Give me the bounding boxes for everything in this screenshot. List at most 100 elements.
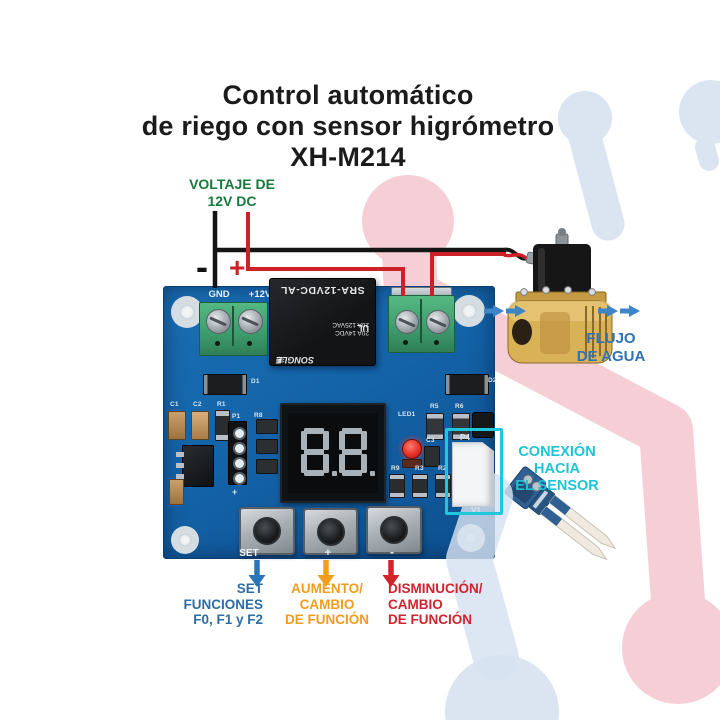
decrease-function-label: DISMINUCIÓN/ CAMBIO DE FUNCIÓN (388, 581, 518, 628)
water-flow-arrows (484, 305, 640, 317)
header-pin (233, 472, 246, 485)
resistor-r6 (452, 413, 470, 440)
smd-resistor (256, 439, 278, 454)
relay-brand: SONGLE (276, 355, 315, 365)
mount-hole-top-left (171, 296, 203, 328)
digit-left (301, 428, 337, 476)
title-line-3: XH-M214 (290, 142, 406, 172)
regulator-leg (176, 474, 184, 479)
set-button-cap (253, 517, 281, 545)
power-terminal-block (199, 302, 268, 356)
regulator-leg (176, 452, 184, 457)
smd-resistor (256, 459, 278, 474)
decrease-label-line-3: DE FUNCIÓN (388, 612, 472, 627)
sensor-probe-right (548, 494, 617, 550)
terminal-hole (403, 340, 408, 345)
led-base (402, 459, 422, 468)
set-label-line-3: F0, F1 y F2 (193, 612, 263, 627)
decrease-label-line-2: CAMBIO (388, 596, 443, 612)
r3-silkscreen: R3 (415, 465, 424, 472)
sensor-probe-left (540, 505, 608, 561)
valve-inlet-port (512, 319, 532, 345)
water-flow-line-1: FLUJO (586, 330, 636, 347)
set-label-line-2: FUNCIONES (183, 596, 263, 612)
increase-function-label: AUMENTO/ CAMBIO DE FUNCIÓN (268, 581, 386, 628)
plus-button-cap (316, 517, 345, 546)
digit-right (339, 428, 375, 476)
output-terminal-screw-2 (426, 310, 450, 334)
increase-label-line-2: CAMBIO (299, 596, 355, 612)
wire-crimp (525, 251, 543, 266)
plus-silkscreen-mark: + (232, 487, 238, 497)
capacitor-c1 (168, 411, 186, 440)
minus-polarity-label: - (196, 246, 208, 287)
resistor-r9 (389, 474, 405, 498)
capacitor-c2 (191, 411, 209, 440)
relay-ul-mark: UL (357, 323, 369, 333)
output-terminal-screw-1 (395, 310, 419, 334)
sensor-connection-label: CONEXIÓN HACIA EL SENSOR (495, 444, 619, 495)
header-pin (233, 427, 246, 440)
display-glass (288, 413, 378, 493)
p4-silkscreen: P4 (460, 433, 471, 442)
smd-resistor (256, 419, 278, 434)
gnd-silkscreen: GND (208, 289, 230, 300)
plus12v-silkscreen: +12V (248, 289, 272, 300)
power-wiring (212, 211, 543, 296)
minus-button (366, 506, 422, 554)
voltage-label: VOLTAJE DE 12V DC (168, 176, 296, 210)
capacitor (169, 479, 184, 505)
title-line-2: de riego con sensor higrómetro (141, 111, 555, 141)
capacitor-c3 (424, 446, 440, 467)
c2-silkscreen: C2 (193, 401, 202, 408)
voltage-line-1: VOLTAJE DE (189, 176, 275, 192)
relay-reg-mark: ® (276, 356, 282, 364)
sensor-connection-line-1: CONEXIÓN HACIA (518, 444, 596, 477)
decrease-label-line-1: DISMINUCIÓN/ (388, 581, 483, 596)
plus-polarity-label: + (229, 252, 246, 283)
plus-button-silkscreen: + (324, 547, 332, 559)
set-function-label: SET FUNCIONES F0, F1 y F2 (140, 581, 263, 628)
sensor-connection-line-2: EL SENSOR (515, 478, 599, 494)
terminal-hole (247, 341, 252, 346)
valve-flange (515, 291, 607, 306)
set-label-line-1: SET (236, 581, 263, 596)
r9-silkscreen: R9 (391, 465, 400, 472)
water-flow-line-2: DE AGUA (576, 348, 646, 365)
mount-hole-top-right (453, 295, 485, 327)
status-led (402, 439, 422, 459)
r1-silkscreen: R1 (217, 401, 226, 408)
gnd-terminal-screw (206, 309, 231, 334)
regulator-leg (176, 463, 184, 468)
r8-silkscreen: R8 (254, 412, 263, 419)
increase-label-line-3: DE FUNCIÓN (285, 612, 369, 627)
transistor (472, 412, 494, 438)
terminal-hole (215, 341, 220, 346)
relay-model: SRA-12VDC-AL (280, 284, 365, 296)
header-pin (233, 457, 246, 470)
valve-coil (533, 244, 591, 300)
voltage-line-2: 12V DC (207, 193, 257, 209)
c3-silkscreen: C3 (426, 437, 435, 444)
led1-silkscreen: LED1 (398, 411, 416, 418)
resistor-r5 (426, 413, 444, 440)
page-title: Control automático de riego con sensor h… (0, 80, 696, 173)
header-pin (233, 442, 246, 455)
sensor-connector-highlight-box (445, 428, 503, 515)
d2-silkscreen: D2 (488, 377, 497, 384)
increase-label-line-1: AUMENTO/ (291, 581, 363, 596)
set-button (239, 507, 295, 555)
terminal-hole (434, 340, 439, 345)
mount-hole-bottom-right (457, 524, 485, 552)
relay-markings: ≋ SONGLE ® 20A 14VDC 20A 125VAC UL SRA-1… (270, 279, 375, 365)
plus-button (303, 508, 358, 555)
terminal-divider (420, 299, 422, 343)
relay-output-terminal-block (388, 295, 455, 353)
d1-silkscreen: D1 (251, 378, 260, 385)
r2-silkscreen: R2 (438, 465, 447, 472)
water-flow-label: FLUJO DE AGUA (553, 330, 669, 366)
minus-button-cap (380, 516, 408, 544)
voltage-regulator (176, 445, 214, 487)
r6-silkscreen: R6 (455, 403, 464, 410)
